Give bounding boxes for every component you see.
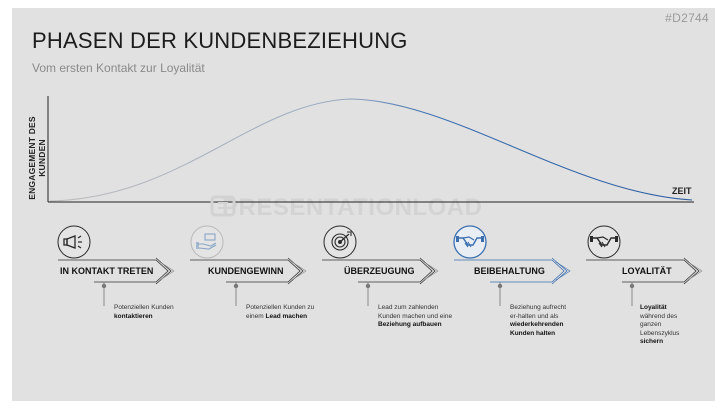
watermark: PRESENTATIONLOAD [222, 194, 483, 221]
phase-arrow-inner [423, 261, 439, 281]
engagement-curve [49, 98, 693, 202]
phase-icon-ring [57, 225, 91, 259]
phase-label: KUNDENGEWINN [208, 266, 284, 276]
phase-arrow-inner [687, 261, 703, 281]
phase-connector-dot [233, 283, 239, 289]
phase-description-bold: Beziehung aufbauen [378, 321, 442, 329]
phase-description-bold: wiederkehrenden Kunden halten [510, 321, 564, 337]
phase-description-bold: Loyalität [640, 304, 667, 311]
phase-description-text: während des ganzen Lebenszyklus [640, 312, 680, 337]
phase-label: LOYALITÄT [622, 266, 672, 276]
phase-description-text: Beziehung aufrecht er-halten und als [510, 304, 567, 320]
phase-description-bold: Lead machen [265, 312, 308, 320]
phase-connector-dot [101, 283, 107, 289]
phase-icon-ring [190, 225, 224, 259]
phase-icon-ring [453, 225, 487, 259]
phase-description-text: Lead zum zahlenden Kunden machen und ein… [378, 304, 453, 320]
phase-arrow-inner [159, 261, 175, 281]
phase-group [322, 225, 439, 306]
phase-description: Potenziellen Kunden kontaktieren [114, 304, 194, 321]
target-icon [331, 231, 352, 251]
phase-group [586, 225, 703, 306]
phase-description-bold: sichern [640, 338, 664, 346]
handshake-icon [590, 236, 618, 248]
phase-arrow [454, 259, 565, 283]
phase-icon-ring [587, 225, 621, 259]
phase-arrow [586, 259, 697, 283]
phase-description-text: Potenziellen Kunden [114, 304, 174, 311]
phase-label: ÜBERZEUGUNG [344, 266, 415, 276]
slide: #D2744 PHASEN DER KUNDENBEZIEHUNG Vom er… [12, 8, 715, 401]
phase-group [57, 225, 175, 306]
page-subtitle: Vom ersten Kontakt zur Loyalität [32, 61, 205, 75]
hand-money-icon [196, 233, 217, 250]
phase-arrow-inner [291, 261, 307, 281]
phase-description: Potenziellen Kunden zu einem Lead machen [246, 304, 318, 321]
phase-label: IN KONTAKT TRETEN [60, 266, 154, 276]
phase-connector-dot [365, 283, 371, 289]
diagram-canvas [47, 96, 703, 306]
phase-description: Loyalität während des ganzen Lebenszyklu… [640, 304, 684, 347]
phase-description: Beziehung aufrecht er-halten und als wie… [510, 304, 574, 338]
watermark-logo [210, 195, 236, 217]
page-title: PHASEN DER KUNDENBEZIEHUNG [32, 28, 408, 53]
phase-connector-dot [629, 283, 635, 289]
x-axis-label: ZEIT [672, 186, 692, 196]
phase-description-text: Potenziellen Kunden zu einem [246, 304, 315, 320]
phase-arrow [190, 259, 301, 283]
megaphone-icon [63, 235, 82, 249]
phase-group [453, 225, 571, 306]
phase-arrow-inner [555, 261, 571, 281]
phase-connector-dot [497, 283, 503, 289]
phase-arrow [58, 259, 169, 283]
phase-arrow [322, 259, 433, 283]
phase-description-bold: kontaktieren [114, 312, 153, 320]
phase-description: Lead zum zahlenden Kunden machen und ein… [378, 304, 462, 330]
handshake-icon [456, 236, 484, 248]
phase-label: BEIBEHALTUNG [474, 266, 545, 276]
slide-code: #D2744 [665, 11, 709, 25]
phase-group [190, 225, 307, 306]
